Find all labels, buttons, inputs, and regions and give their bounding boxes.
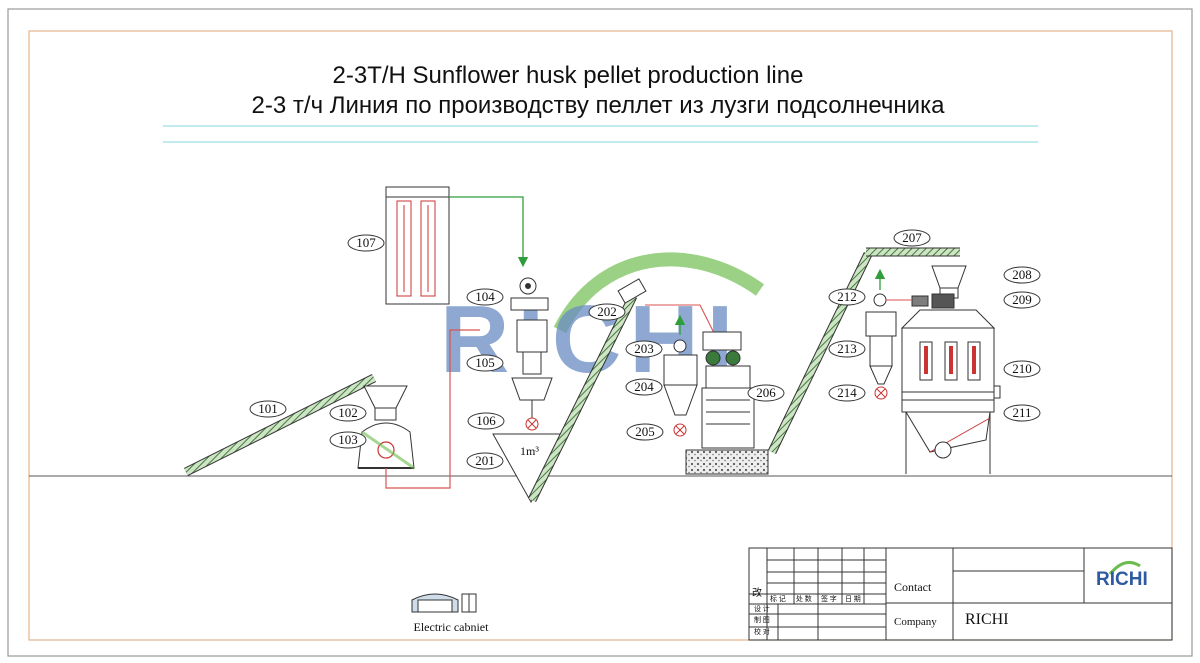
- dust-filter-107: [385, 186, 450, 305]
- material-pipe-red: [385, 329, 480, 489]
- label-104-text: 104: [475, 289, 495, 304]
- label-105: 105: [466, 354, 504, 372]
- label-208-text: 208: [1012, 267, 1032, 282]
- label-201: 201: [466, 452, 504, 470]
- fan-212: [873, 268, 912, 307]
- title-russian: 2-3 т/ч Линия по производству пеллет из …: [252, 92, 946, 119]
- label-204-text: 204: [634, 379, 654, 394]
- pellet-mill-206: [685, 331, 769, 475]
- cyclone-105: [511, 319, 553, 431]
- label-205: 205: [626, 423, 664, 441]
- revision-mark: 改: [752, 586, 762, 599]
- inner-frame: [28, 30, 1173, 641]
- vibrating-screen-211: [901, 399, 995, 474]
- feeder-208: [931, 265, 967, 299]
- screw-conveyor-101: [183, 373, 377, 477]
- label-214-text: 214: [837, 385, 857, 400]
- label-102-text: 102: [338, 405, 358, 420]
- air-pipe: [449, 196, 529, 268]
- label-102: 102: [329, 404, 367, 422]
- label-210: 210: [1003, 360, 1041, 378]
- electric-cabinet-label: Electric cabniet: [414, 620, 490, 634]
- label-106-text: 106: [476, 413, 496, 428]
- label-214: 214: [828, 384, 866, 402]
- label-101-text: 101: [258, 401, 278, 416]
- col-mark: 标 记: [770, 594, 786, 603]
- label-213-text: 213: [837, 341, 857, 356]
- hopper-201: 1m³: [492, 433, 569, 504]
- fan-104: [510, 277, 549, 311]
- hammer-mill-103: [357, 385, 415, 470]
- label-203: 203: [625, 340, 663, 358]
- label-105-text: 105: [475, 355, 495, 370]
- row-check: 校 对: [754, 627, 770, 636]
- elevator-outlet-pipe: [645, 304, 716, 336]
- company-value: RICHI: [965, 611, 1009, 628]
- label-206-text: 206: [756, 385, 776, 400]
- col-date: 日 期: [845, 595, 861, 603]
- conveyor-207: [767, 247, 960, 454]
- company-label: Company: [894, 616, 937, 628]
- outer-frame: [7, 8, 1193, 657]
- label-212: 212: [828, 288, 866, 306]
- logo-text: RICHI: [1096, 569, 1148, 590]
- equipment-labels: 101 102 103 104 105 106 107 201 202 203 …: [249, 229, 1041, 470]
- label-202-text: 202: [597, 304, 617, 319]
- label-107-text: 107: [356, 235, 376, 250]
- cyclone-204: [663, 354, 698, 437]
- label-103-text: 103: [338, 432, 358, 447]
- label-206: 206: [747, 384, 785, 402]
- hopper-volume: 1m³: [520, 444, 539, 458]
- cyclone-213: [865, 311, 897, 400]
- col-sign: 签 字: [821, 594, 837, 603]
- row-drawing: 制 图: [754, 615, 770, 624]
- label-211-text: 211: [1012, 405, 1031, 420]
- label-207: 207: [893, 229, 931, 247]
- label-203-text: 203: [634, 341, 654, 356]
- label-204: 204: [625, 378, 663, 396]
- motor-209: [911, 293, 955, 309]
- label-207-text: 207: [902, 230, 922, 245]
- label-209: 209: [1003, 291, 1041, 309]
- label-212-text: 212: [837, 289, 857, 304]
- bucket-elevator-202: [527, 278, 647, 502]
- fan-203: [673, 314, 687, 353]
- contact-label: Contact: [894, 580, 932, 594]
- label-201-text: 201: [475, 453, 495, 468]
- col-count: 处 数: [796, 594, 812, 603]
- label-101: 101: [249, 400, 287, 418]
- richi-logo: RICHI: [1096, 560, 1148, 590]
- row-design: 设 计: [754, 604, 770, 613]
- title-block-text: 改 标 记 处 数 签 字 日 期 设 计 制 图 校 对 Contact Co…: [752, 580, 1009, 636]
- label-209-text: 209: [1012, 292, 1032, 307]
- label-213: 213: [828, 340, 866, 358]
- title-english: 2-3T/H Sunflower husk pellet production …: [333, 62, 804, 89]
- cooler-210: [900, 309, 1001, 401]
- label-211: 211: [1003, 404, 1041, 422]
- label-208: 208: [1003, 266, 1041, 284]
- label-106: 106: [467, 412, 505, 430]
- label-210-text: 210: [1012, 361, 1032, 376]
- label-202: 202: [588, 303, 626, 321]
- label-104: 104: [466, 288, 504, 306]
- label-103: 103: [329, 431, 367, 449]
- electric-cabinet: Electric cabniet: [411, 593, 490, 634]
- foundation: [685, 449, 769, 475]
- title-block: [748, 547, 1173, 641]
- label-107: 107: [347, 234, 385, 252]
- label-205-text: 205: [635, 424, 655, 439]
